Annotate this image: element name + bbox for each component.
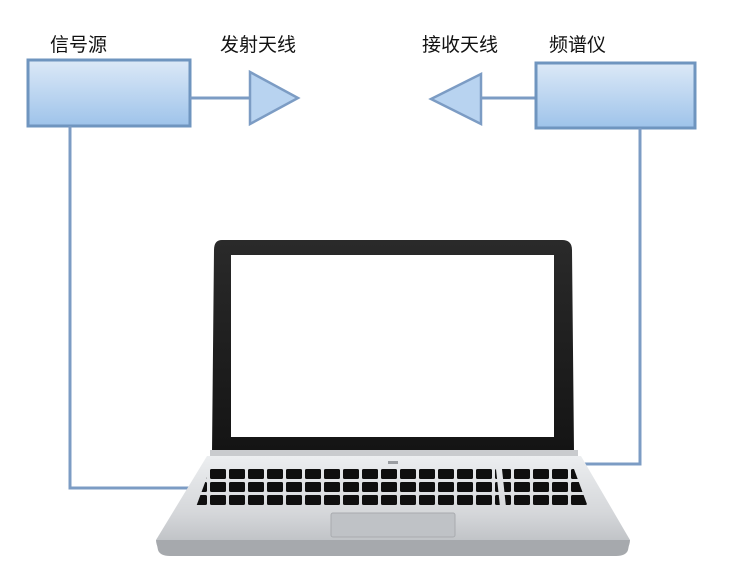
laptop-hinge-logo [388,461,398,464]
laptop-touchpad [330,512,456,538]
triangle-right-icon [248,69,301,127]
tx-antenna-label: 发射天线 [220,34,296,56]
triangle-left-icon [428,71,483,127]
spectrum-analyzer-box [534,61,697,130]
laptop-hinge [210,450,578,458]
spectrum-analyzer-label: 频谱仪 [549,34,606,56]
spectrum-analyzer-cable [584,128,642,466]
laptop-icon [156,240,630,556]
laptop-front-edge [156,540,630,556]
signal-source-cable [68,126,195,490]
laptop-keyboard [196,469,500,507]
laptop-numpad [502,469,588,507]
signal-source-box [26,58,192,128]
laptop-screen [231,255,554,437]
rx-antenna-label: 接收天线 [422,34,498,56]
signal-source-label: 信号源 [50,34,107,56]
